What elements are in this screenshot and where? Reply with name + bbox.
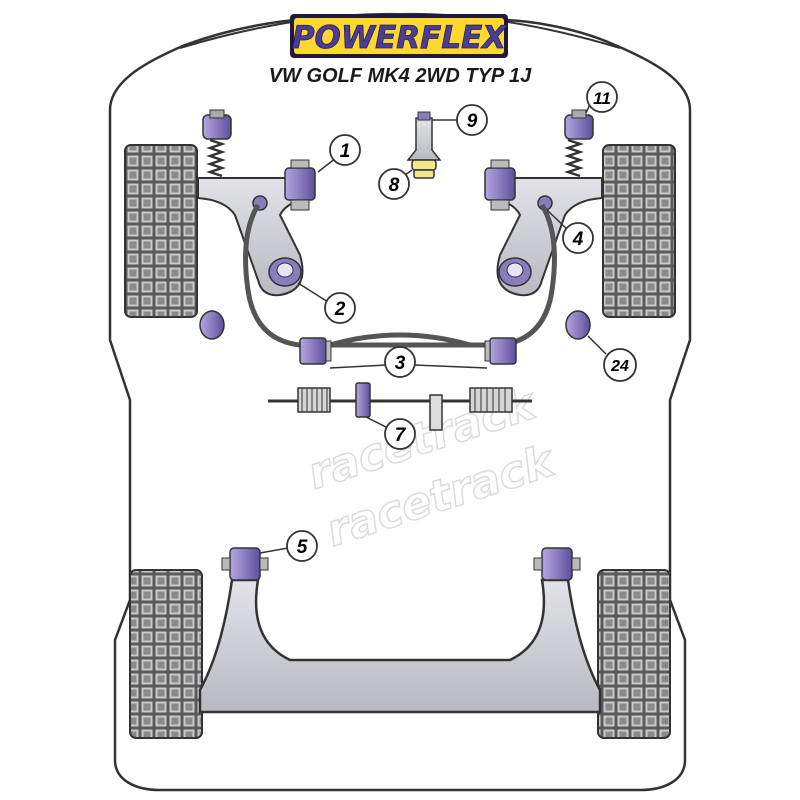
wheel-rear-right	[597, 569, 671, 739]
svg-text:3: 3	[395, 353, 406, 374]
rear-beam-bush-right	[533, 547, 581, 581]
svg-text:1: 1	[340, 141, 351, 162]
wheel-front-right	[602, 144, 676, 318]
subframe-mount-left	[199, 310, 225, 340]
callout-8: 8	[378, 168, 413, 200]
wheel-front-left	[124, 144, 198, 318]
anti-roll-bar	[243, 203, 557, 348]
svg-text:8: 8	[389, 175, 400, 196]
callout-7: 7	[365, 416, 416, 450]
page-title: VW GOLF MK4 2WD TYP 1J	[269, 65, 532, 87]
callout-3: 3	[329, 346, 488, 378]
svg-text:5: 5	[297, 537, 308, 558]
callout-4: 4	[546, 209, 594, 254]
anti-roll-bar-bush-left	[299, 337, 332, 365]
svg-text:7: 7	[395, 425, 407, 446]
subframe-mount-right	[565, 310, 591, 340]
svg-text:4: 4	[572, 229, 584, 250]
callout-1: 1	[317, 134, 361, 173]
svg-text:11: 11	[593, 89, 611, 108]
callout-9: 9	[432, 104, 488, 136]
rear-beam-bush-left	[221, 547, 269, 581]
anti-roll-bar-bush-right	[484, 337, 517, 365]
svg-text:24: 24	[610, 358, 629, 375]
callout-2: 2	[297, 282, 356, 324]
front-right-strut	[564, 109, 594, 178]
wheel-rear-left	[129, 569, 203, 739]
callout-5: 5	[259, 530, 318, 562]
front-right-wishbone	[496, 177, 603, 297]
svg-text:2: 2	[334, 299, 346, 320]
logo-text: POWERFLEX	[292, 20, 508, 56]
callout-11: 11	[585, 81, 618, 114]
engine-mount	[406, 111, 442, 179]
front-left-wishbone	[197, 177, 304, 297]
anti-roll-bar-center	[329, 332, 471, 348]
front-upper-bush-right	[484, 159, 516, 211]
callout-24: 24	[587, 335, 637, 382]
svg-text:9: 9	[467, 111, 478, 132]
powerflex-logo: POWERFLEX	[290, 14, 509, 58]
steering-rack	[268, 382, 532, 431]
front-upper-bush-left	[284, 159, 316, 211]
front-left-strut	[202, 109, 232, 178]
